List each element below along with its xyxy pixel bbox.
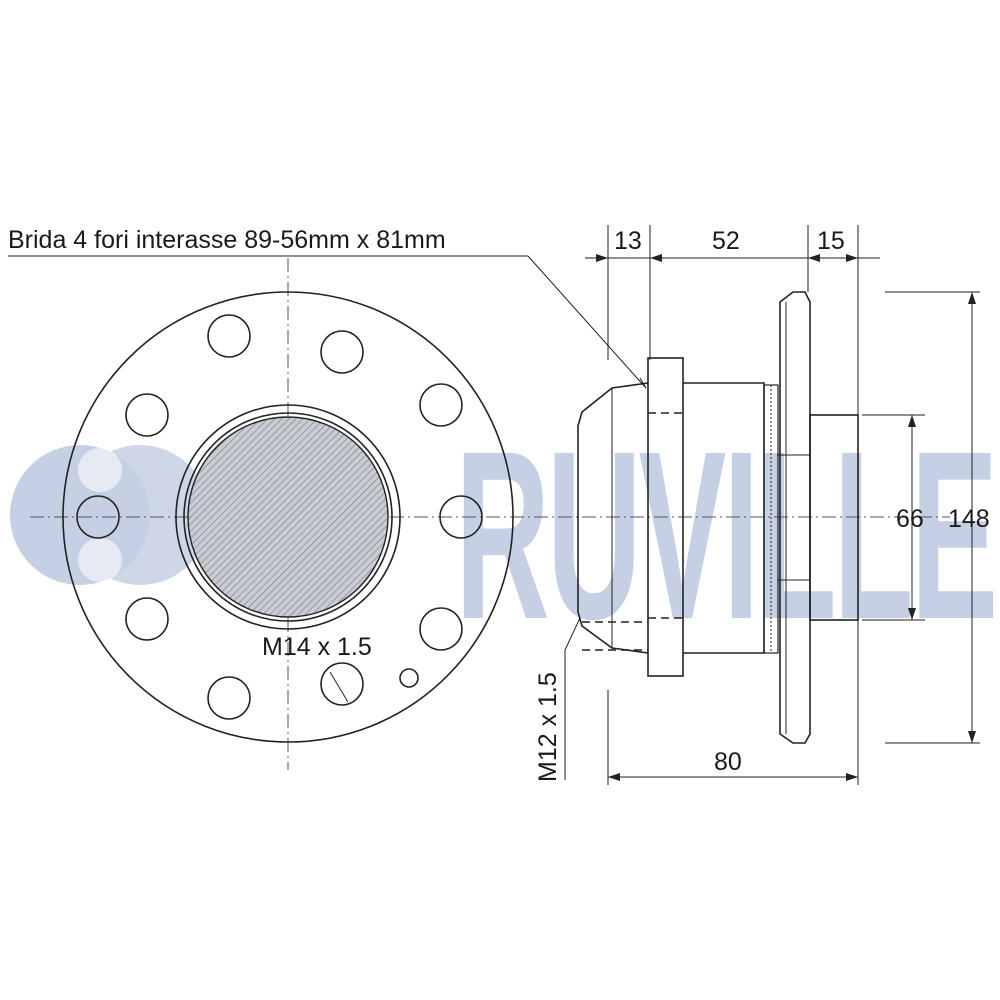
arrowhead xyxy=(968,292,976,304)
bearing-nose xyxy=(577,382,649,654)
watermark-text: RUVILLE xyxy=(455,401,995,669)
small-flange xyxy=(647,357,684,677)
bolt-thread-callout: M12 x 1.5 xyxy=(534,617,581,782)
stud-hole xyxy=(320,662,364,706)
bolt-hole xyxy=(320,330,364,374)
hub-bore-outer xyxy=(175,404,401,630)
ruville-watermark: RUVILLE xyxy=(10,401,1000,669)
arrowheads xyxy=(596,254,976,781)
bolt-holes xyxy=(76,314,483,720)
arrowhead xyxy=(846,773,858,781)
top-dimensions: 13 52 15 xyxy=(585,225,880,415)
hub-section-hatch xyxy=(187,416,389,618)
thread-leader xyxy=(564,617,581,651)
bolt-hole xyxy=(207,676,251,720)
ruville-logo-icon xyxy=(10,445,210,585)
side-flange xyxy=(779,291,811,744)
flange-note-label: Brida 4 fori interasse 89-56mm x 81mm xyxy=(8,226,446,254)
bearing-body xyxy=(683,382,765,654)
wheel-stud-thread-label: M14 x 1.5 xyxy=(262,633,372,661)
stud-leader xyxy=(329,671,349,703)
bolt-hole xyxy=(76,495,120,539)
arrowhead xyxy=(846,254,858,262)
pilot xyxy=(809,414,859,621)
dim-body-length: 52 xyxy=(712,227,740,255)
arrowhead xyxy=(608,773,620,781)
note-arrow xyxy=(639,377,647,389)
dim-overall-length: 80 xyxy=(714,748,742,776)
bolt-hole xyxy=(207,314,251,358)
dim-pilot-diameter: 66 xyxy=(896,505,924,533)
bolt-hole xyxy=(125,393,169,437)
bolt-thread-label: M12 x 1.5 xyxy=(534,672,562,782)
bolt-hole xyxy=(419,607,463,651)
dim-pilot-length: 15 xyxy=(817,227,845,255)
arrowhead xyxy=(808,254,820,262)
note-leader xyxy=(527,255,647,389)
right-dimensions: 66 148 xyxy=(862,291,990,744)
side-view xyxy=(577,291,859,744)
bolt-hole xyxy=(439,495,483,539)
bottom-dimensions: 80 xyxy=(607,620,859,785)
arrowhead xyxy=(596,254,608,262)
dim-flange-thickness: 13 xyxy=(614,227,642,255)
bolt-hole xyxy=(125,597,169,641)
arrowhead xyxy=(968,731,976,743)
arrowhead xyxy=(650,254,662,262)
arrowhead xyxy=(908,415,916,427)
dim-flange-diameter: 148 xyxy=(948,505,990,533)
hub-bore-inner xyxy=(183,412,393,622)
flange-note: Brida 4 fori interasse 89-56mm x 81mm xyxy=(8,226,647,389)
front-view: M14 x 1.5 xyxy=(30,258,950,770)
arrowhead xyxy=(908,608,916,620)
flange-outline xyxy=(62,291,514,743)
pin-hole xyxy=(399,668,419,688)
bolt-hole xyxy=(419,383,463,427)
